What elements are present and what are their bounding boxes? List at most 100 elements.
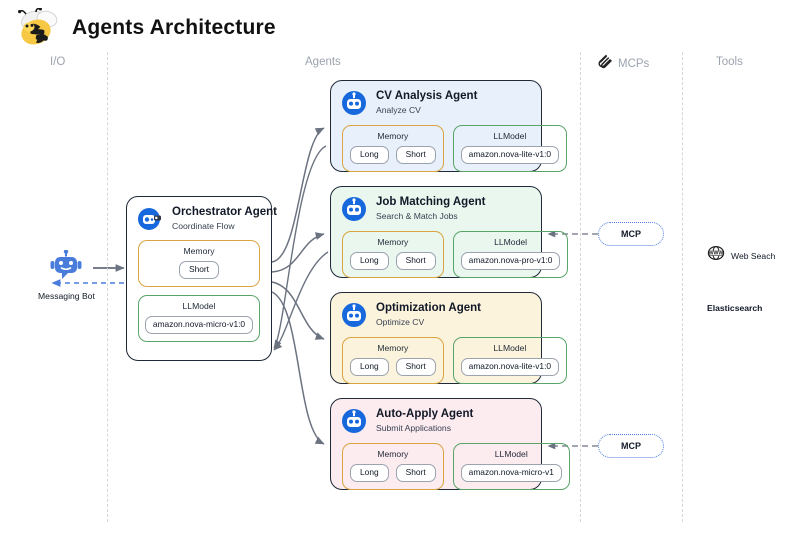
bee-icon: [16, 7, 62, 48]
page-header: Agents Architecture: [16, 7, 276, 48]
agent-header: Optimization Agent Optimize CV: [331, 293, 541, 330]
divider-io-agents: [107, 52, 108, 522]
robot-icon: [341, 302, 367, 328]
io-node-messaging-bot[interactable]: Messaging Bot: [38, 249, 95, 301]
memory-chips: Long Short: [350, 464, 436, 483]
memory-chips: Long Short: [350, 146, 436, 165]
llmodel-chip[interactable]: amazon.nova-micro-v1:0: [144, 316, 254, 334]
llmodel-chips: amazon.nova-lite-v1:0: [460, 358, 560, 377]
agent-name: CV Analysis Agent: [376, 90, 478, 102]
llmodel-slot[interactable]: LLModel amazon.nova-micro-v1:0: [138, 295, 260, 342]
llmodel-slot[interactable]: LLModel amazon.nova-pro-v1:0: [452, 231, 569, 279]
llmodel-label: LLModel: [493, 131, 527, 142]
agent-title-block: CV Analysis Agent Analyze CV: [376, 90, 477, 116]
column-header-mcps-label: MCPs: [618, 57, 650, 70]
memory-chip-long[interactable]: Long: [350, 464, 389, 483]
agent-slots: Memory Long Short LLModel amazon.nova-li…: [331, 118, 568, 182]
agent-title-block: Orchestrator Agent Coordinate Flow: [172, 206, 277, 232]
memory-chip-long[interactable]: Long: [350, 358, 389, 377]
agent-subtitle: Analyze CV: [376, 105, 421, 116]
agent-name: Job Matching Agent: [376, 196, 486, 208]
llmodel-chips: amazon.nova-pro-v1:0: [460, 252, 561, 271]
tool-label: Web Seach: [731, 250, 776, 261]
mcp-pill-job-matching[interactable]: MCP: [598, 222, 664, 246]
agent-title-block: Optimization Agent Optimize CV: [376, 302, 481, 328]
agent-subtitle: Search & Match Jobs: [376, 211, 458, 222]
memory-chips: Long Short: [350, 252, 436, 271]
memory-label: Memory: [377, 237, 409, 248]
memory-label: Memory: [183, 246, 215, 257]
agent-slots: Memory Long Short LLModel amazon.nova-mi…: [331, 436, 570, 500]
column-header-tools: Tools: [716, 56, 743, 68]
memory-chip-long[interactable]: Long: [350, 146, 389, 165]
llmodel-chip[interactable]: amazon.nova-lite-v1:0: [460, 146, 560, 165]
llmodel-label: LLModel: [493, 343, 527, 354]
agent-name: Auto-Apply Agent: [376, 408, 474, 420]
llmodel-chips: amazon.nova-lite-v1:0: [460, 146, 560, 165]
agent-title-block: Auto-Apply Agent Submit Applications: [376, 408, 473, 434]
memory-chip-short[interactable]: Short: [395, 146, 436, 165]
io-node-label: Messaging Bot: [38, 291, 95, 301]
llmodel-slot[interactable]: LLModel amazon.nova-lite-v1:0: [452, 337, 568, 385]
memory-slot[interactable]: Memory Short: [138, 240, 260, 288]
tool-label: Elasticsearch: [707, 303, 763, 313]
agent-header: Orchestrator Agent Coordinate Flow: [127, 197, 277, 234]
llmodel-chip[interactable]: amazon.nova-pro-v1:0: [460, 252, 561, 271]
tool-elasticsearch[interactable]: Elasticsearch: [707, 303, 762, 313]
agent-header: CV Analysis Agent Analyze CV: [331, 81, 541, 118]
svg-text:WWW: WWW: [709, 251, 724, 257]
agent-slots: Memory Short LLModel amazon.nova-micro-v…: [127, 234, 271, 352]
column-header-io: I/O: [50, 56, 66, 68]
llmodel-chip[interactable]: amazon.nova-lite-v1:0: [460, 358, 560, 377]
memory-chip-short[interactable]: Short: [395, 464, 436, 483]
agent-subtitle: Optimize CV: [376, 317, 425, 328]
memory-slot[interactable]: Memory Long Short: [342, 125, 444, 173]
agent-card-auto-apply[interactable]: Auto-Apply Agent Submit Applications Mem…: [330, 398, 570, 491]
agent-card-optimization[interactable]: Optimization Agent Optimize CV Memory Lo…: [330, 292, 568, 385]
memory-chips: Long Short: [350, 358, 436, 377]
robot-icon: [341, 196, 367, 222]
chat-robot-icon: [49, 249, 83, 287]
agent-slots: Memory Long Short LLModel amazon.nova-li…: [331, 330, 568, 394]
mcp-pill-auto-apply[interactable]: MCP: [598, 434, 664, 458]
memory-slot[interactable]: Memory Long Short: [342, 231, 444, 279]
memory-chip-short[interactable]: Short: [395, 358, 436, 377]
tool-web-search[interactable]: WWW Web Seach: [707, 245, 775, 266]
agent-title-block: Job Matching Agent Search & Match Jobs: [376, 196, 485, 222]
memory-slot[interactable]: Memory Long Short: [342, 443, 444, 491]
divider-agents-mcps: [580, 52, 581, 522]
memory-chip-long[interactable]: Long: [350, 252, 389, 271]
llmodel-label: LLModel: [182, 301, 216, 312]
agent-name: Orchestrator Agent: [172, 206, 278, 218]
agent-card-orchestrator[interactable]: Orchestrator Agent Coordinate Flow Memor…: [126, 196, 277, 361]
llmodel-label: LLModel: [494, 449, 528, 460]
agent-card-job-matching[interactable]: Job Matching Agent Search & Match Jobs M…: [330, 186, 569, 279]
agent-header: Job Matching Agent Search & Match Jobs: [331, 187, 541, 224]
memory-slot[interactable]: Memory Long Short: [342, 337, 444, 385]
page-title: Agents Architecture: [72, 16, 276, 39]
llmodel-chip[interactable]: amazon.nova-micro-v1: [460, 464, 562, 483]
paperclip-icon: [597, 54, 613, 73]
memory-chips: Short: [178, 261, 220, 280]
memory-chip[interactable]: Short: [178, 261, 220, 280]
llmodel-slot[interactable]: LLModel amazon.nova-lite-v1:0: [452, 125, 568, 173]
memory-label: Memory: [377, 343, 409, 354]
robot-icon: [341, 90, 367, 116]
memory-label: Memory: [377, 131, 409, 142]
divider-mcps-tools: [682, 52, 683, 522]
llmodel-chips: amazon.nova-micro-v1: [460, 464, 562, 483]
llmodel-label: LLModel: [494, 237, 528, 248]
agent-card-cv-analysis[interactable]: CV Analysis Agent Analyze CV Memory Long…: [330, 80, 568, 173]
agent-slots: Memory Long Short LLModel amazon.nova-pr…: [331, 224, 569, 288]
agent-header: Auto-Apply Agent Submit Applications: [331, 399, 541, 436]
agent-subtitle: Submit Applications: [376, 423, 451, 434]
llmodel-slot[interactable]: LLModel amazon.nova-micro-v1: [452, 443, 570, 491]
www-globe-icon: WWW: [707, 245, 725, 266]
agent-name: Optimization Agent: [376, 302, 481, 314]
llmodel-chips: amazon.nova-micro-v1:0: [144, 316, 254, 334]
memory-chip-short[interactable]: Short: [395, 252, 436, 271]
robot-camera-icon: [137, 206, 163, 232]
column-header-agents: Agents: [305, 56, 341, 68]
robot-icon: [341, 408, 367, 434]
